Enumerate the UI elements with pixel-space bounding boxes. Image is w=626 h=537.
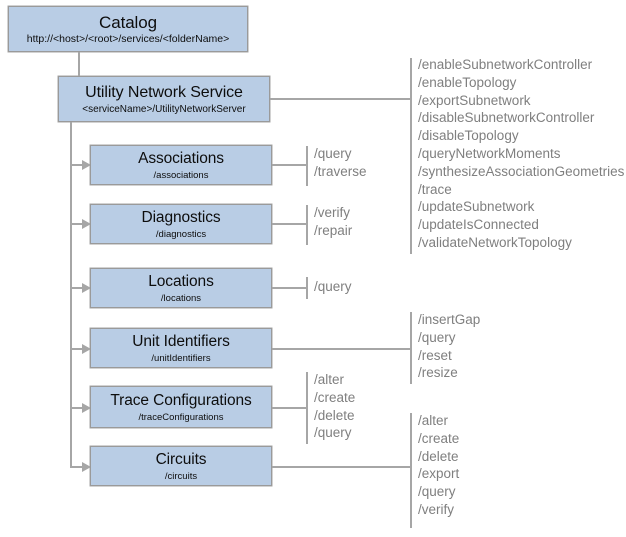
node-catalog-title: Catalog: [99, 12, 157, 32]
node-unit-identifiers-title: Unit Identifiers: [132, 332, 230, 350]
node-associations[interactable]: Associations /associations: [90, 145, 272, 185]
operation-item: /trace: [418, 181, 452, 197]
ops-bar-circuits: [410, 413, 412, 528]
operation-item: /query: [418, 329, 456, 345]
operation-item: /create: [314, 389, 356, 405]
arrow-to-associations: [82, 160, 91, 170]
operation-item: /verify: [418, 501, 455, 517]
operation-item: /create: [418, 430, 460, 446]
connector-trunk-to-diagnostics: [70, 223, 84, 225]
ops-bar-locations: [306, 277, 308, 299]
ops-bar-service: [410, 58, 412, 254]
arrow-to-locations: [82, 283, 91, 293]
operation-item: /updateSubnetwork: [418, 199, 535, 215]
node-unit-identifiers-path: /unitIdentifiers: [151, 352, 211, 364]
operation-item: /query: [314, 425, 352, 441]
operations-associations: /query/traverse: [314, 145, 367, 181]
operations-locations: /query: [314, 278, 352, 296]
operation-item: /enableTopology: [418, 74, 517, 90]
operations-service: /enableSubnetworkController/enableTopolo…: [418, 56, 624, 252]
connector-trace-configurations-to-ops: [272, 407, 308, 409]
node-locations[interactable]: Locations /locations: [90, 268, 272, 308]
operations-diagnostics: /verify/repair: [314, 204, 352, 240]
connector-trunk-to-trace-configurations: [70, 407, 84, 409]
operation-item: /disableTopology: [418, 128, 519, 144]
operation-item: /delete: [314, 407, 355, 423]
node-locations-title: Locations: [148, 272, 214, 290]
node-diagnostics-title: Diagnostics: [141, 208, 221, 226]
operation-item: /reset: [418, 347, 452, 363]
connector-trunk-to-unit-identifiers: [70, 348, 84, 350]
connector-trunk-to-associations: [70, 164, 84, 166]
operation-item: /updateIsConnected: [418, 217, 539, 233]
operation-item: /validateNetworkTopology: [418, 234, 572, 250]
node-trace-configurations-title: Trace Configurations: [110, 391, 252, 409]
operations-trace-configurations: /alter/create/delete/query: [314, 371, 355, 442]
node-circuits[interactable]: Circuits /circuits: [90, 446, 272, 486]
node-service-title: Utility Network Service: [85, 83, 243, 101]
node-trace-configurations[interactable]: Trace Configurations /traceConfiguration…: [90, 386, 272, 428]
arrow-to-diagnostics: [82, 219, 91, 229]
node-associations-title: Associations: [138, 149, 224, 167]
connector-locations-to-ops: [272, 287, 308, 289]
ops-bar-diagnostics: [306, 205, 308, 245]
operation-item: /exportSubnetwork: [418, 92, 531, 108]
node-utility-network-service[interactable]: Utility Network Service <serviceName>/Ut…: [58, 76, 270, 122]
operation-item: /queryNetworkMoments: [418, 145, 561, 161]
operation-item: /synthesizeAssociationGeometries: [418, 163, 625, 179]
node-catalog-path: http://<host>/<root>/services/<folderNam…: [26, 32, 230, 45]
operations-circuits: /alter/create/delete/export/query/verify: [418, 412, 459, 519]
connector-service-trunk: [70, 122, 72, 467]
ops-bar-trace-configurations: [306, 372, 308, 444]
connector-associations-to-ops: [272, 164, 308, 166]
node-trace-configurations-path: /traceConfigurations: [138, 411, 224, 423]
connector-trunk-to-circuits: [70, 466, 84, 468]
node-unit-identifiers[interactable]: Unit Identifiers /unitIdentifiers: [90, 328, 272, 368]
operation-item: /query: [314, 279, 352, 294]
node-circuits-path: /circuits: [164, 470, 198, 482]
connector-trunk-to-locations: [70, 287, 84, 289]
arrow-to-circuits: [82, 462, 91, 472]
operation-item: /resize: [418, 365, 458, 381]
node-diagnostics-path: /diagnostics: [155, 228, 207, 240]
operation-item: /alter: [314, 372, 345, 387]
operation-item: /query: [314, 146, 352, 161]
connector-diagnostics-to-ops: [272, 223, 308, 225]
operation-item: /query: [418, 484, 456, 500]
operation-item: /enableSubnetworkController: [418, 57, 593, 72]
operation-item: /alter: [418, 413, 449, 428]
operation-item: /traverse: [314, 163, 367, 179]
operation-item: /delete: [418, 448, 459, 464]
arrow-to-trace-configurations: [82, 403, 91, 413]
operation-item: /repair: [314, 222, 353, 238]
node-associations-path: /associations: [153, 169, 209, 181]
ops-bar-unit-identifiers: [410, 312, 412, 384]
connector-circuits-to-ops: [272, 466, 412, 468]
operation-item: /verify: [314, 205, 351, 220]
connector-service-to-ops: [270, 98, 411, 100]
node-locations-path: /locations: [160, 292, 202, 304]
node-diagnostics[interactable]: Diagnostics /diagnostics: [90, 204, 272, 244]
operations-unit-identifiers: /insertGap/query/reset/resize: [418, 311, 480, 382]
node-circuits-title: Circuits: [155, 450, 207, 468]
connector-unit-identifiers-to-ops: [272, 348, 412, 350]
operation-item: /insertGap: [418, 312, 481, 327]
node-service-path: <serviceName>/UtilityNetworkServer: [82, 103, 246, 115]
arrow-to-unit-identifiers: [82, 344, 91, 354]
operation-item: /disableSubnetworkController: [418, 110, 595, 126]
ops-bar-associations: [306, 146, 308, 186]
node-catalog[interactable]: Catalog http://<host>/<root>/services/<f…: [8, 6, 248, 52]
operation-item: /export: [418, 466, 460, 482]
